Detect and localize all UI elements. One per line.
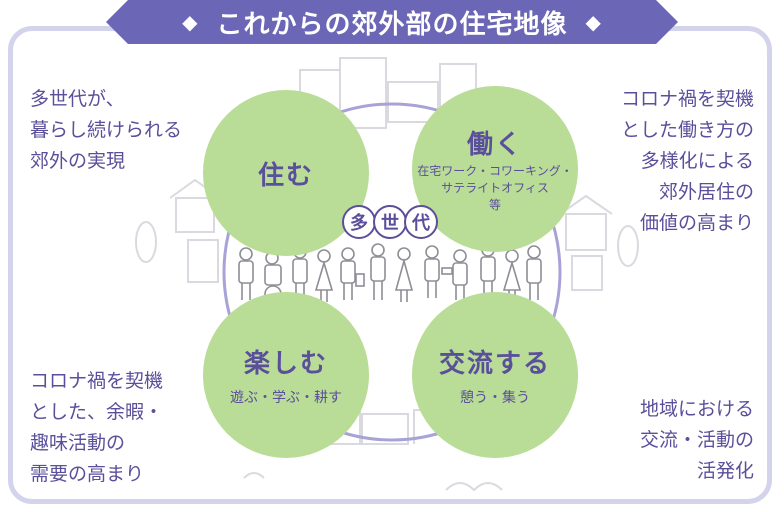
tag-char-1: 多 xyxy=(342,205,376,239)
multigeneration-tag: 多 世 代 xyxy=(340,203,440,243)
page-title: これからの郊外部の住宅地像 xyxy=(216,9,568,40)
diamond-left-icon: ◆ xyxy=(182,10,199,34)
tag-char-2: 世 xyxy=(373,205,407,239)
circle-exchange: 交流する 憩う・集う xyxy=(412,292,578,458)
circle-exchange-title: 交流する xyxy=(438,349,551,379)
note-top-right: コロナ禍を契機 とした働き方の 多様化による 郊外居住の 価値の高まり xyxy=(620,88,754,234)
title-banner-text: ◆ これからの郊外部の住宅地像 ◆ xyxy=(106,0,678,44)
circle-enjoy: 楽しむ 遊ぶ・学ぶ・耕す xyxy=(203,292,369,458)
note-top-left: 多世代が、 暮らし続けられる 郊外の実現 xyxy=(30,88,183,172)
circle-enjoy-title: 楽しむ xyxy=(243,349,328,379)
diamond-right-icon: ◆ xyxy=(585,10,602,34)
note-bottom-left: コロナ禍を契機 とした、余暇・ 趣味活動の 需要の高まり xyxy=(30,370,164,485)
circle-exchange-sub: 憩う・集う xyxy=(460,390,530,406)
circle-work: 働く 在宅ワーク・コワーキング・ サテライトオフィス 等 xyxy=(412,86,578,252)
outer-frame xyxy=(8,26,772,504)
circle-live-title: 住む xyxy=(257,160,314,191)
title-banner xyxy=(106,0,678,44)
note-bottom-right: 地域における 交流・活動の 活発化 xyxy=(639,398,754,482)
circle-live: 住む xyxy=(203,90,369,256)
tag-char-3: 代 xyxy=(404,205,438,239)
circle-work-sub: 在宅ワーク・コワーキング・ サテライトオフィス 等 xyxy=(417,164,573,212)
circle-work-title: 働く xyxy=(466,130,523,160)
circle-enjoy-sub: 遊ぶ・学ぶ・耕す xyxy=(230,390,342,406)
